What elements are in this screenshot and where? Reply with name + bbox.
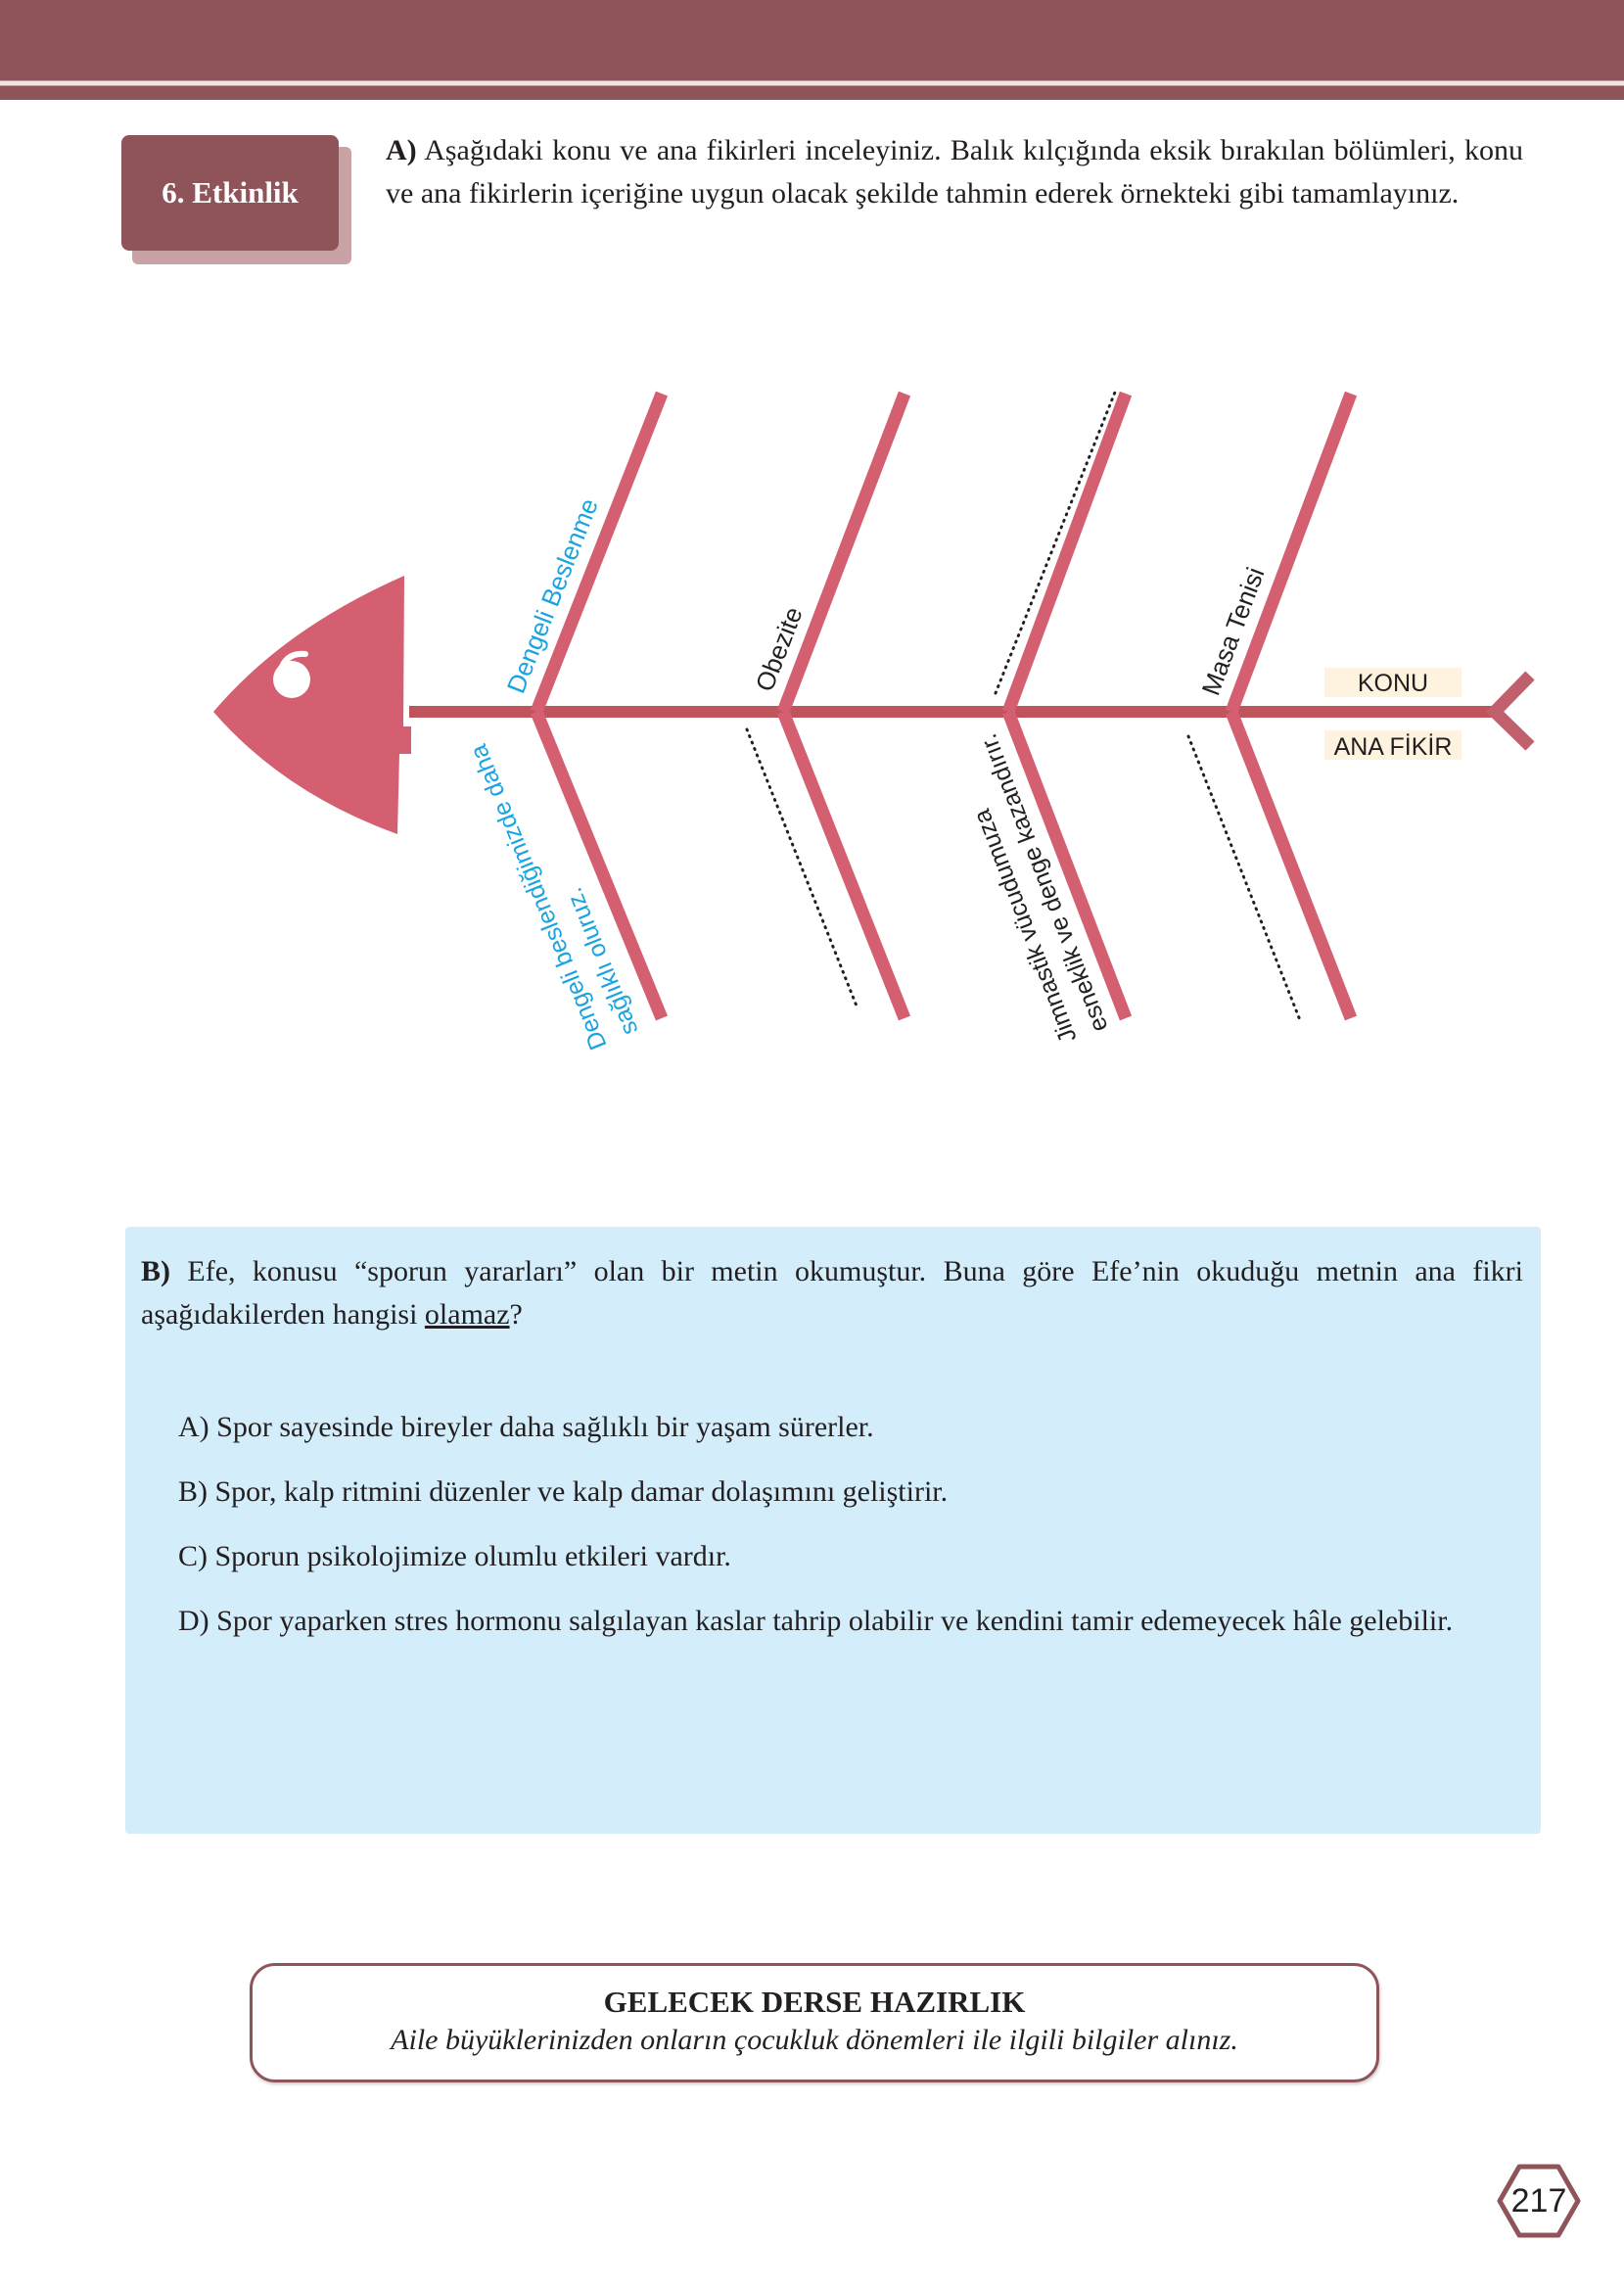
header-band <box>0 0 1624 100</box>
option-b[interactable]: B) Spor, kalp ritmini düzenler ve kalp d… <box>178 1475 949 1508</box>
blank-topic-3[interactable] <box>994 388 1118 695</box>
hexagon-icon <box>1497 2164 1581 2238</box>
answer-options: A) Spor sayesinde bireyler daha sağlıklı… <box>178 1395 1509 1654</box>
legend-topic-label: KONU <box>1358 670 1428 697</box>
part-a-label: A) <box>386 134 417 166</box>
bone-bottom-4 <box>1225 709 1358 1021</box>
stem-end: ? <box>509 1298 523 1331</box>
preparation-box: GELECEK DERSE HAZIRLIK Aile büyükleriniz… <box>250 1963 1379 2082</box>
stem-text: Efe, konusu “sporun yararları” olan bir … <box>141 1255 1524 1331</box>
legend-topic-bg <box>1324 668 1462 697</box>
option-d[interactable]: D) Spor yaparken stres hormonu salgılaya… <box>178 1605 1454 1637</box>
bone-top-1 <box>530 391 669 715</box>
question-stem: B) Efe, konusu “sporun yararları” olan b… <box>141 1250 1523 1336</box>
fish-eye-icon <box>273 650 310 698</box>
bone-bottom-3 <box>1001 709 1133 1021</box>
bone-top-4 <box>1225 391 1358 715</box>
activity-instruction: A) Aşağıdaki konu ve ana fikirleri incel… <box>386 129 1523 215</box>
question-box: B) Efe, konusu “sporun yararları” olan b… <box>125 1227 1541 1834</box>
part-b-label: B) <box>141 1255 170 1287</box>
page-number: 217 <box>1496 2162 1582 2240</box>
preparation-text: Aile büyüklerinizden onların çocukluk dö… <box>391 2024 1238 2056</box>
blank-main-idea-2[interactable] <box>745 727 859 1010</box>
activity-badge-label: 6. Etkinlik <box>162 175 299 210</box>
stem-underlined: olamaz <box>424 1298 510 1331</box>
legend-main-idea-bg <box>1324 730 1462 760</box>
fish-head-icon <box>213 576 411 834</box>
activity-badge: 6. Etkinlik <box>121 135 339 251</box>
bone-top-2 <box>776 391 911 715</box>
preparation-title: GELECEK DERSE HAZIRLIK <box>603 1985 1026 2019</box>
bone-bottom-1 <box>530 709 669 1021</box>
option-c[interactable]: C) Sporun psikolojimize olumlu etkileri … <box>178 1540 731 1572</box>
legend-main-idea-label: ANA FİKİR <box>1334 732 1453 761</box>
fish-tail-icon <box>1485 671 1535 751</box>
fishbone-diagram: Dengeli Beslenme Obezite Masa Tenisi Den… <box>213 388 1535 1053</box>
page-number-text: 217 <box>1510 2181 1567 2220</box>
bone-top-3 <box>1001 391 1133 715</box>
option-a[interactable]: A) Spor sayesinde bireyler daha sağlıklı… <box>178 1411 874 1443</box>
instruction-text: Aşağıdaki konu ve ana fikirleri inceleyi… <box>386 134 1523 210</box>
blank-main-idea-4[interactable] <box>1186 734 1302 1022</box>
bone-bottom-2 <box>776 709 911 1021</box>
header-stripe <box>0 80 1624 86</box>
